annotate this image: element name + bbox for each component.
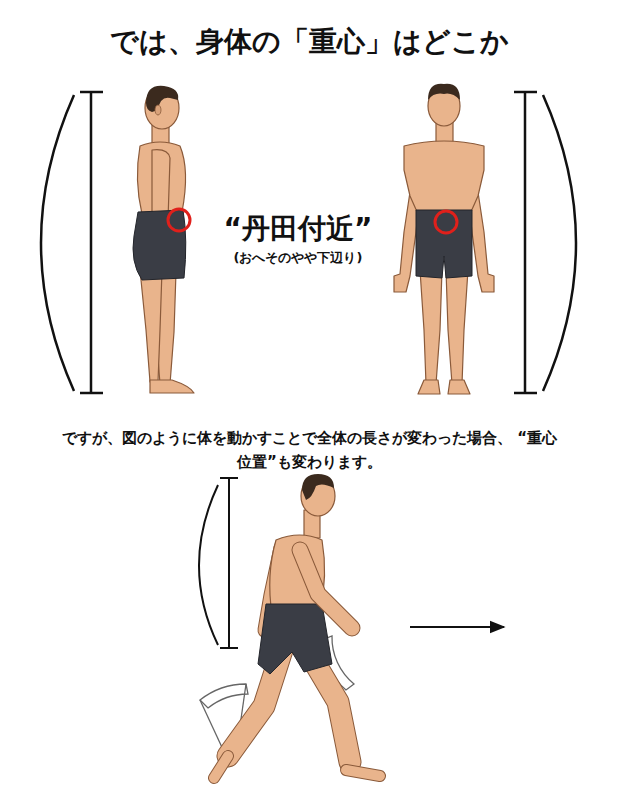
- center-of-gravity-marker: [168, 209, 190, 231]
- front-figure: [394, 84, 494, 394]
- title: では、身体の「重心」はどこか: [20, 24, 599, 60]
- height-bracket: [514, 92, 576, 393]
- side-figure: [133, 86, 194, 393]
- center-of-gravity-marker: [435, 211, 457, 233]
- key-label: “丹田付近”: [200, 211, 396, 247]
- walking-figure: [214, 474, 380, 778]
- height-bracket: [199, 478, 238, 648]
- direction-arrow: [410, 626, 504, 628]
- note-text: ですが、図のように体を動かすことで全体の長さが変わった場合、 “重心位置”も変わ…: [59, 426, 560, 474]
- sub-label: (おへそのやや下辺り): [190, 249, 406, 267]
- height-bracket: [41, 92, 103, 393]
